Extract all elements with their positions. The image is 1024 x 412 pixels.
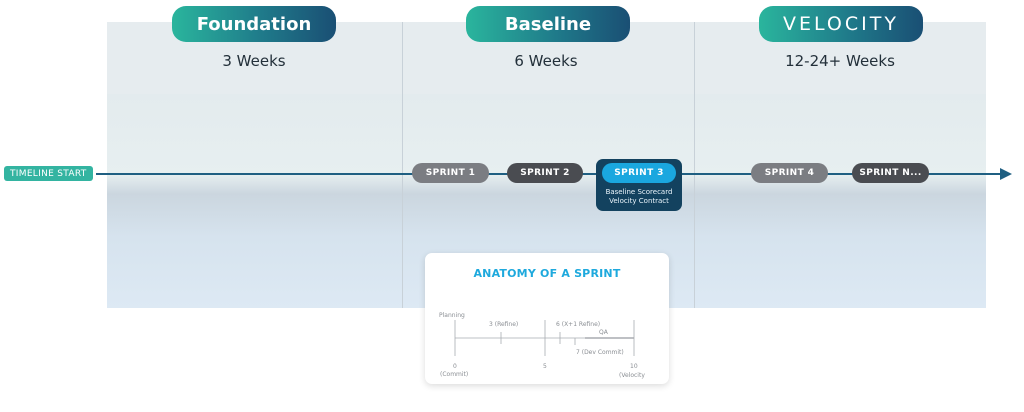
timeline-arrow-icon — [1000, 168, 1012, 180]
phase-pill-foundation: Foundation — [172, 6, 336, 42]
phase-divider-1 — [402, 22, 403, 308]
baseline-scorecard-text: Baseline Scorecard — [605, 188, 673, 196]
label-ten: 10 — [630, 363, 638, 370]
duration-baseline: 6 Weeks — [514, 52, 578, 70]
label-planning: Planning — [439, 312, 465, 319]
timeline-start-label: TIMELINE START — [4, 166, 93, 181]
sprint-anatomy-diagram: Planning 3 (Refine) 6 (X+1 Refine) QA 7 … — [439, 312, 645, 379]
label-velocity: (Velocity — [619, 372, 645, 379]
velocity-contract-text: Velocity Contract — [609, 197, 669, 205]
duration-velocity: 12-24+ Weeks — [785, 52, 895, 70]
label-dev-commit: 7 (Dev Commit) — [576, 349, 624, 356]
label-zero: 0 — [453, 363, 457, 370]
sprint-3: SPRINT 3 — [602, 163, 676, 183]
label-refine-6: 6 (X+1 Refine) — [556, 321, 600, 328]
phase-divider-2 — [694, 22, 695, 308]
sprint-1: SPRINT 1 — [412, 163, 489, 183]
phase-pill-baseline: Baseline — [466, 6, 630, 42]
anatomy-of-a-sprint-card: ANATOMY OF A SPRINT Planning 3 (Refine) … — [425, 253, 669, 384]
anatomy-title: ANATOMY OF A SPRINT — [473, 267, 621, 280]
sprint-3-highlight: SPRINT 3 Baseline Scorecard Velocity Con… — [596, 159, 682, 211]
phase-name-foundation: Foundation — [196, 13, 312, 35]
phase-name-velocity: VELOCITY — [783, 13, 899, 35]
label-commit: (Commit) — [440, 371, 468, 378]
duration-foundation: 3 Weeks — [222, 52, 286, 70]
label-qa: QA — [599, 329, 609, 336]
sprint-n: SPRINT N... — [852, 163, 929, 183]
phase-pill-velocity: VELOCITY — [759, 6, 923, 42]
phase-name-baseline: Baseline — [504, 13, 592, 35]
label-five: 5 — [543, 363, 547, 370]
sprint-2: SPRINT 2 — [507, 163, 583, 183]
sprint-4: SPRINT 4 — [751, 163, 828, 183]
label-refine-3: 3 (Refine) — [489, 321, 518, 328]
